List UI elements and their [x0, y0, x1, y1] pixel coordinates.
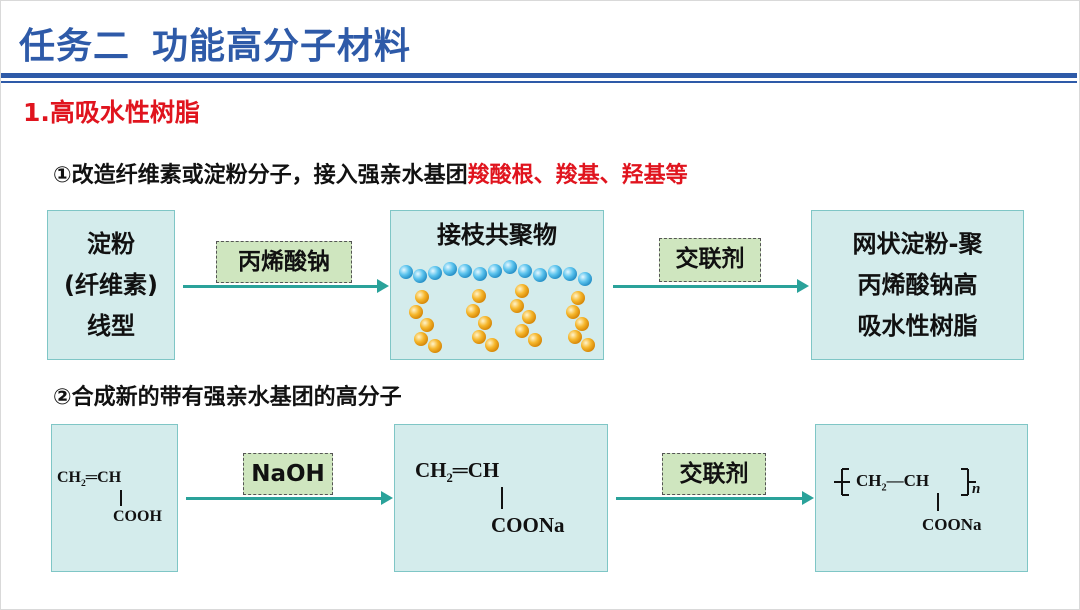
point-2: ②合成新的带有强亲水基团的高分子 [53, 385, 402, 410]
network-resin-line-2: 丙烯酸钠高 [857, 271, 978, 299]
starch-box-line-3: 线型 [87, 312, 135, 340]
side-chain-2 [466, 289, 499, 352]
acrylic-acid-group: COOH [113, 508, 162, 525]
arrow-1 [183, 279, 389, 293]
sodium-acrylate-bond [501, 487, 503, 509]
polymer-group: COONa [922, 515, 982, 534]
crosslinker-label-2: 交联剂 [662, 453, 766, 495]
acrylic-acid-formula-top: CH2═CH [57, 469, 122, 490]
sodium-acrylate-box: CH2═CH COONa [394, 424, 608, 572]
title-rule-thin [1, 81, 1077, 83]
crosslinker-label-1: 交联剂 [659, 238, 761, 282]
network-resin-line-1: 网状淀粉-聚 [852, 230, 983, 258]
side-chain-1 [409, 290, 442, 353]
title-topic: 功能高分子材料 [152, 26, 412, 67]
polymer-repeat-unit: CH2—CH [856, 471, 930, 494]
point-1-text: ①改造纤维素或淀粉分子，接入强亲水基团 [53, 163, 468, 188]
network-resin-box: 网状淀粉-聚 丙烯酸钠高 吸水性树脂 [811, 210, 1024, 360]
side-chain-3 [510, 284, 542, 347]
title-task: 任务二 [19, 26, 131, 67]
graft-copolymer-bead-diagram [399, 260, 595, 353]
acrylic-acid-box: CH2═CH COOH [51, 424, 178, 572]
starch-box-line-2: (纤维素) [64, 271, 158, 299]
slide-title: 任务二功能高分子材料 [19, 17, 411, 69]
network-resin-line-3: 吸水性树脂 [857, 312, 978, 340]
arrow-3 [186, 491, 393, 505]
polymer-n-subscript: n [972, 481, 981, 497]
sodium-acrylate-formula-top: CH2═CH [415, 458, 500, 486]
starch-box-line-1: 淀粉 [87, 230, 135, 258]
polymer-brackets [834, 468, 976, 511]
starch-box: 淀粉 (纤维素) 线型 [47, 210, 175, 360]
section-title: 1.高吸水性树脂 [23, 98, 200, 127]
acrylic-acid-bond [120, 490, 122, 506]
graft-copolymer-title: 接枝共聚物 [437, 221, 557, 249]
title-rule-thick [1, 73, 1077, 78]
sodium-acrylate-label: 丙烯酸钠 [216, 241, 352, 283]
polymer-box: CH2—CH n COONa [815, 424, 1028, 572]
side-chain-4 [566, 291, 595, 352]
sodium-acrylate-group: COONa [491, 513, 565, 537]
point-1-highlight: 羧酸根、羧基、羟基等 [467, 163, 688, 188]
naoh-label: NaOH [243, 453, 333, 495]
arrow-2 [613, 279, 809, 293]
arrow-4 [616, 491, 814, 505]
point-1: ①改造纤维素或淀粉分子，接入强亲水基团羧酸根、羧基、羟基等 [53, 157, 688, 189]
graft-copolymer-box: 接枝共聚物 [390, 210, 604, 360]
backbone-chain [399, 260, 592, 286]
